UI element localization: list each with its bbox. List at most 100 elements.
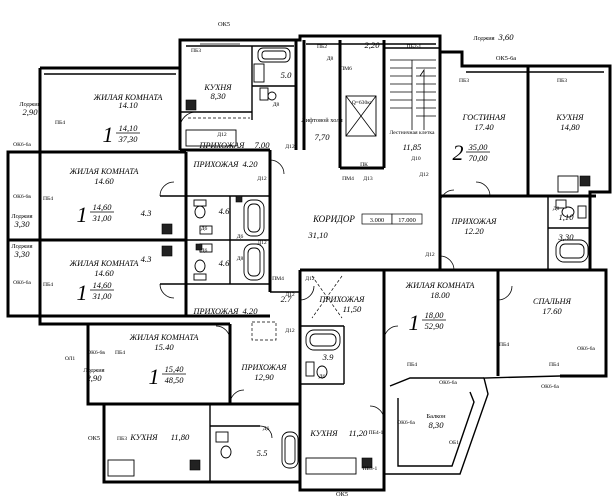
apt-tag-ne: 2 35,00 70,00	[453, 140, 490, 165]
loggia-w1-label: Лоджия	[11, 213, 32, 220]
loggia-w2-label: Лоджия	[11, 243, 32, 250]
room-kitchen-s-label: КУХНЯ	[309, 429, 338, 438]
mark-pb4-f: ПБ4	[549, 362, 559, 368]
mark-d12-b: Д12	[257, 176, 267, 182]
level-mark-2: 17.000	[398, 217, 416, 224]
area-bath-e1: 1,10	[558, 212, 574, 222]
room-hall-sw-label: ПРИХОЖАЯ	[241, 363, 288, 372]
mark-d6-e: Д6	[263, 426, 270, 432]
area-top-dim: 2,20	[364, 40, 380, 50]
loggia-sw-area: 2,90	[86, 373, 102, 383]
apt-tag-sw: 1 15,40 48,50	[149, 364, 186, 389]
room-hall-c-area: 11,50	[343, 304, 362, 314]
area-wc-w2-b: 4.6	[219, 258, 230, 268]
mark-ob1: ОБ1	[449, 440, 459, 446]
room-living-sw-area: 15.40	[154, 342, 174, 352]
room-kitchen-ne-area: 14,80	[560, 122, 580, 132]
mark-ol1: ОЛ1	[65, 356, 76, 362]
room-hall-n-area: 7.00	[254, 140, 270, 150]
mark-ok5-bottom: ОК5	[336, 491, 348, 498]
room-labels: ЖИЛАЯ КОМНАТА 14.10 КУХНЯ 8,30 5.0 ПРИХО…	[69, 70, 585, 442]
apt-tag-w1: 1 14,60 31,00	[77, 202, 114, 227]
mark-pb4-b: ПБ4	[43, 196, 53, 202]
room-kitchen-sw-area: 11,80	[171, 432, 190, 442]
svg-text:14,60: 14,60	[93, 281, 113, 290]
mark-pm4-b: ПМ4	[342, 176, 354, 182]
room-bedroom-e-area: 17.60	[542, 306, 562, 316]
area-bath-e2: 3,30	[557, 232, 574, 242]
room-living-sw-label: ЖИЛАЯ КОМНАТА	[129, 333, 200, 342]
svg-text:2: 2	[453, 140, 464, 165]
svg-text:70,00: 70,00	[469, 154, 489, 163]
area-bath-sw: 5.5	[257, 448, 268, 458]
level-mark-1: 3.000	[370, 217, 384, 224]
svg-text:18,00: 18,00	[425, 311, 445, 320]
loggia-nw-label: Лоджия	[19, 101, 40, 108]
room-stair-label: Лестничная клетка	[389, 130, 435, 136]
mark-d6-a: Д6	[201, 226, 208, 232]
apartment-tags: 1 14,10 37,30 2 35,00 70,00 1 14,60 31,0…	[77, 122, 490, 389]
area-wc-w2-a: 4.3	[141, 254, 152, 264]
loggia-w1-area: 3,30	[13, 219, 30, 229]
windows	[7, 39, 611, 491]
loggias: Лоджия 2,90 Лоджия 3,30 Лоджия 3,30 Лодж…	[11, 32, 514, 383]
svg-text:14,10: 14,10	[119, 124, 139, 133]
door-swings	[159, 111, 513, 439]
room-living-ne-area: 17.40	[474, 122, 494, 132]
loggia-sw-label: Лоджия	[83, 367, 104, 374]
room-living-nw-area: 14.10	[118, 100, 138, 110]
mark-ok6-6a-c: ОК6-6а	[439, 380, 457, 386]
area-wc-w1-a: 4.3	[141, 208, 152, 218]
room-living-w1-area: 14.60	[94, 176, 114, 186]
svg-text:31,00: 31,00	[92, 214, 113, 223]
mark-pb2-1: ПБ2-1	[407, 44, 422, 50]
small-area-labels: 4.3 4.6 4.3 4.6 2.7 3.9 5.5 1,10 3,30 2,…	[141, 40, 575, 458]
mark-ok5-6a: ОК5-6а	[496, 55, 516, 62]
area-wc-w1-b: 4.6	[219, 206, 230, 216]
mark-pb3-c: ПБ3	[459, 78, 469, 84]
room-living-w2-label: ЖИЛАЯ КОМНАТА	[69, 259, 140, 268]
mark-d6-c: Д6	[237, 234, 244, 240]
mark-d13: Д13	[363, 176, 373, 182]
room-hall-w2-label: ПРИХОЖАЯ	[193, 307, 240, 316]
mark-d12-e: Д12	[285, 328, 295, 334]
corridor-marks: 3.000 17.000 Q=630кг	[352, 100, 423, 225]
room-kitchen-s-area: 11,20	[349, 428, 368, 438]
svg-text:1: 1	[77, 202, 88, 227]
element-marks: ОК5 ОК5 ОК5 ОК5-6а ОК6-6а ОК6-6в ОК6-6а …	[13, 21, 595, 498]
room-kitchen-n-label: КУХНЯ	[203, 83, 232, 92]
room-kitchen-n-area: 8,30	[210, 91, 226, 101]
mark-ok6-6a-b: ОК6-6а	[13, 280, 31, 286]
room-hall-w2-area: 4.20	[242, 306, 258, 316]
mark-pb3-1: ПБ3-1	[363, 466, 378, 472]
mark-pb3-b: ПБ3	[557, 78, 567, 84]
mark-d6-d: Д6	[319, 374, 326, 380]
room-lift-hall-area: 7,70	[314, 132, 330, 142]
room-hall-sw-area: 12,90	[254, 372, 274, 382]
mark-pb4-a: ПБ4	[55, 120, 65, 126]
mark-pb4-1: ПБ4-1	[369, 430, 384, 436]
mark-pm6: ПМ6	[340, 66, 352, 72]
apt-tag-se: 1 18,00 52,90	[409, 310, 446, 335]
svg-text:14,60: 14,60	[93, 203, 113, 212]
mark-ok6-6a-d: ОК6-6а	[397, 420, 415, 426]
room-stair-area: 11,85	[403, 142, 422, 152]
room-hall-w1-area: 4.20	[242, 159, 258, 169]
mark-pb3-a: ПБ3	[191, 48, 201, 54]
mark-d12-d: Д12	[285, 292, 295, 298]
room-hall-n-label: ПРИХОЖАЯ	[199, 141, 246, 150]
mark-ok6-6b: ОК6-6в	[13, 194, 31, 200]
mark-d8-c: Д8	[553, 206, 560, 212]
room-bedroom-e-label: СПАЛЬНЯ	[533, 297, 571, 306]
mark-pb4-g: ПБ4	[407, 362, 417, 368]
loggia-ne-label: Лоджия	[473, 35, 494, 42]
room-living-se-label: ЖИЛАЯ КОМНАТА	[405, 281, 476, 290]
mark-ok6-6a-f: ОК6-6а	[541, 384, 559, 390]
svg-text:35,00: 35,00	[468, 143, 489, 152]
area-bath-c: 3.9	[322, 352, 334, 362]
fixtures	[107, 47, 591, 477]
room-bath-n-area: 5.0	[281, 70, 292, 80]
mark-ok6-6a: ОК6-6а	[13, 142, 31, 148]
svg-text:1: 1	[409, 310, 420, 335]
